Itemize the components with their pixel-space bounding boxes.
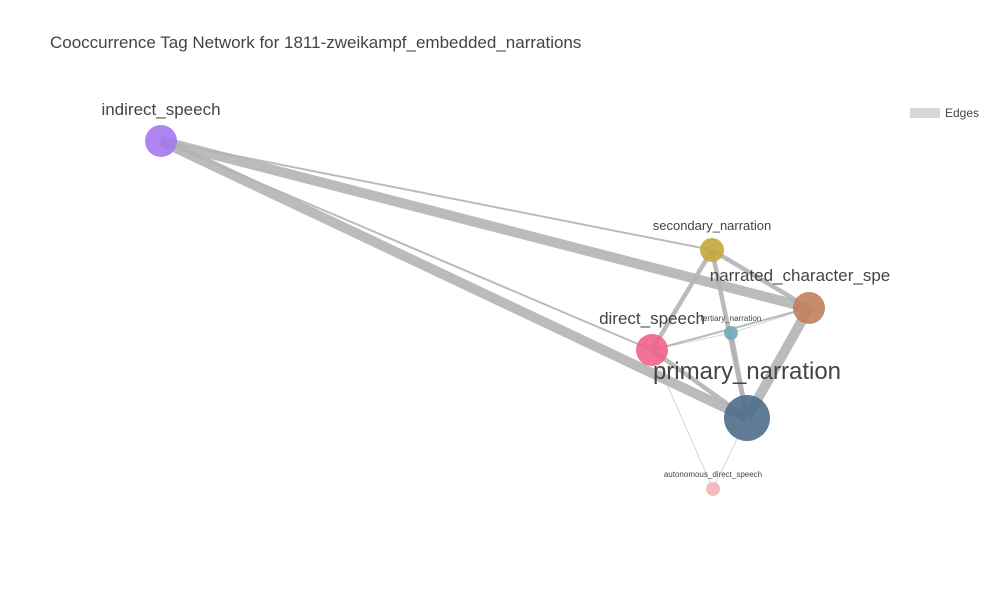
labels-layer: indirect_speech secondary_narrationnarrat… xyxy=(101,100,890,479)
node-narrated_character_speech[interactable] xyxy=(793,292,825,324)
node-label-indirect_speech: indirect_speech xyxy=(101,100,220,119)
nodes-layer xyxy=(145,125,825,496)
node-primary_narration[interactable] xyxy=(724,395,770,441)
legend-swatch xyxy=(910,108,940,118)
edge-autonomous_direct_speech-direct_speech[interactable] xyxy=(651,349,714,490)
node-direct_speech[interactable] xyxy=(636,334,668,366)
edge-indirect_speech-primary_narration[interactable] xyxy=(158,136,750,423)
node-secondary_narration[interactable] xyxy=(700,238,724,262)
chart-title: Cooccurrence Tag Network for 1811-zweika… xyxy=(50,33,582,52)
edge-indirect_speech-secondary_narration[interactable] xyxy=(160,140,713,251)
node-label-primary_narration: primary_narration xyxy=(653,358,841,385)
node-label-secondary_narration: secondary_narration xyxy=(653,218,772,233)
node-label-tertiary_narration: tertiary_narration xyxy=(701,314,761,323)
legend-label: Edges xyxy=(945,106,980,120)
edge-indirect_speech-direct_speech[interactable] xyxy=(160,140,653,351)
node-tertiary_narration[interactable] xyxy=(724,326,738,340)
node-label-direct_speech: direct_speech xyxy=(599,309,705,328)
node-label-narrated_character_speech: narrated_character_spe xyxy=(710,266,891,285)
edge-secondary_narration-narrated_character_speech[interactable] xyxy=(710,248,811,310)
edges-layer xyxy=(158,136,814,490)
node-autonomous_direct_speech[interactable] xyxy=(706,482,720,496)
edge-indirect_speech-narrated_character_speech[interactable] xyxy=(159,136,811,313)
node-label-autonomous_direct_speech: autonomous_direct_speech xyxy=(664,470,762,479)
legend-edges[interactable]: Edges xyxy=(910,106,979,120)
edge-secondary_narration-direct_speech[interactable] xyxy=(650,248,714,352)
node-indirect_speech[interactable] xyxy=(145,125,177,157)
